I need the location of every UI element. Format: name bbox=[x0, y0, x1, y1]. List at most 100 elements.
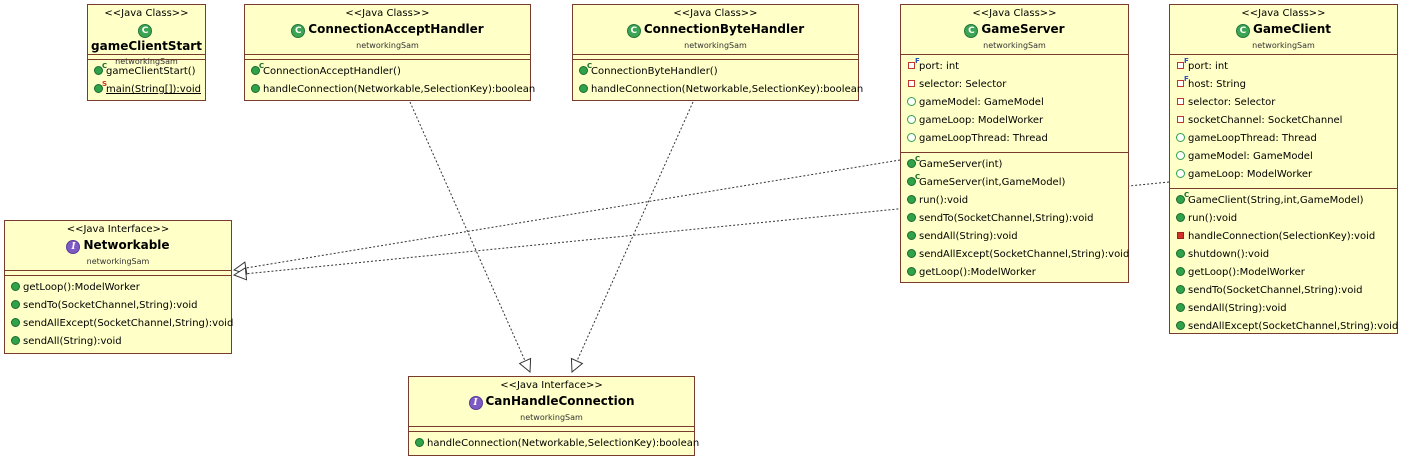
method-row[interactable]: handleConnection(Networkable,SelectionKe… bbox=[245, 81, 535, 99]
stereotype-label: <<Java Interface>> bbox=[66, 224, 170, 235]
public-method-icon bbox=[1176, 321, 1185, 330]
public-method-icon bbox=[907, 213, 916, 222]
realization-edge-ConnectionByteHandler-to-CanHandleConnection bbox=[570, 101, 694, 374]
constructor-marker-icon: C bbox=[915, 173, 921, 181]
field-row[interactable]: gameLoopThread: Thread bbox=[1170, 130, 1397, 148]
java-class-icon: C bbox=[1235, 24, 1250, 38]
package-label: networkingSam bbox=[684, 41, 747, 50]
field-row[interactable]: gameLoop: ModelWorker bbox=[901, 112, 1128, 130]
class-name: Networkable bbox=[83, 238, 170, 252]
class-header: <<Java Class>> CgameClientStart networki… bbox=[88, 5, 205, 66]
public-method-icon bbox=[1176, 213, 1185, 222]
private-field-icon bbox=[908, 80, 915, 87]
field-row[interactable]: gameLoop: ModelWorker bbox=[1170, 166, 1397, 184]
package-field-icon bbox=[907, 97, 916, 106]
private-field-icon bbox=[1177, 116, 1184, 123]
method-row[interactable]: handleConnection(Networkable,SelectionKe… bbox=[573, 81, 863, 99]
realization-edge-GameServer-to-Networkable bbox=[232, 159, 901, 275]
public-method-icon bbox=[907, 177, 916, 186]
private-method-icon bbox=[1177, 232, 1184, 239]
method-row[interactable]: run():void bbox=[901, 192, 1128, 210]
method-row[interactable]: sendTo(SocketChannel,String):void bbox=[901, 210, 1128, 228]
method-row[interactable]: handleConnection(Networkable,SelectionKe… bbox=[409, 435, 699, 453]
stereotype-label: <<Java Class>> bbox=[104, 8, 189, 19]
method-row[interactable]: sendAll(String):void bbox=[5, 333, 231, 351]
constructor-marker-icon: C bbox=[259, 62, 265, 70]
method-row[interactable]: sendAll(String):void bbox=[901, 228, 1128, 246]
stereotype-label: <<Java Class>> bbox=[345, 8, 430, 19]
package-field-icon bbox=[1176, 133, 1185, 142]
methods-section: getLoop():ModelWorker sendTo(SocketChann… bbox=[5, 275, 233, 355]
method-row[interactable]: getLoop():ModelWorker bbox=[5, 279, 231, 297]
method-row[interactable]: sendTo(SocketChannel,String):void bbox=[1170, 282, 1397, 300]
method-row[interactable]: sendTo(SocketChannel,String):void bbox=[5, 297, 231, 315]
method-row[interactable]: sendAllExcept(SocketChannel,String):void bbox=[1170, 318, 1398, 336]
java-class-icon: C bbox=[291, 24, 306, 38]
method-row[interactable]: getLoop():ModelWorker bbox=[901, 264, 1128, 282]
constructor-marker-icon: C bbox=[587, 62, 593, 70]
class-name: GameClient bbox=[1252, 22, 1332, 36]
method-row[interactable]: sendAllExcept(SocketChannel,String):void bbox=[5, 315, 233, 333]
field-row[interactable]: socketChannel: SocketChannel bbox=[1170, 112, 1397, 130]
public-method-icon bbox=[415, 438, 424, 447]
java-class-icon: C bbox=[138, 24, 152, 38]
field-row[interactable]: gameModel: GameModel bbox=[1170, 148, 1397, 166]
field-row[interactable]: selector: Selector bbox=[901, 76, 1128, 94]
private-field-icon bbox=[1177, 98, 1184, 105]
final-marker-icon: F bbox=[1184, 75, 1189, 83]
class-gameClientStart[interactable]: <<Java Class>> CgameClientStart networki… bbox=[87, 4, 206, 101]
method-row[interactable]: shutdown():void bbox=[1170, 246, 1397, 264]
stereotype-label: <<Java Class>> bbox=[972, 8, 1057, 19]
method-row[interactable]: handleConnection(SelectionKey):void bbox=[1170, 228, 1397, 246]
field-row[interactable]: selector: Selector bbox=[1170, 94, 1397, 112]
class-name: gameClientStart bbox=[91, 39, 202, 53]
public-method-icon bbox=[11, 336, 20, 345]
edge-line bbox=[409, 101, 526, 362]
public-method-icon bbox=[907, 195, 916, 204]
public-method-icon bbox=[94, 84, 103, 93]
fields-section bbox=[409, 426, 694, 431]
public-method-icon bbox=[907, 267, 916, 276]
static-marker-icon: S bbox=[102, 80, 108, 88]
method-row[interactable]: getLoop():ModelWorker bbox=[1170, 264, 1397, 282]
field-row[interactable]: gameLoopThread: Thread bbox=[901, 130, 1128, 148]
public-method-icon bbox=[579, 66, 588, 75]
method-row[interactable]: run():void bbox=[1170, 210, 1397, 228]
hollow-arrowhead-icon bbox=[232, 266, 248, 281]
public-method-icon bbox=[907, 231, 916, 240]
method-row[interactable]: sendAll(String):void bbox=[1170, 300, 1397, 318]
final-marker-icon: F bbox=[915, 57, 920, 65]
public-method-icon bbox=[251, 66, 260, 75]
edge-line bbox=[245, 159, 901, 269]
private-field-icon bbox=[1177, 62, 1184, 69]
stereotype-label: <<Java Class>> bbox=[1241, 8, 1326, 19]
class-name: ConnectionByteHandler bbox=[643, 22, 805, 36]
java-interface-icon: I bbox=[66, 240, 81, 254]
field-row[interactable]: gameModel: GameModel bbox=[901, 94, 1128, 112]
method-row[interactable]: sendAllExcept(SocketChannel,String):void bbox=[901, 246, 1129, 264]
